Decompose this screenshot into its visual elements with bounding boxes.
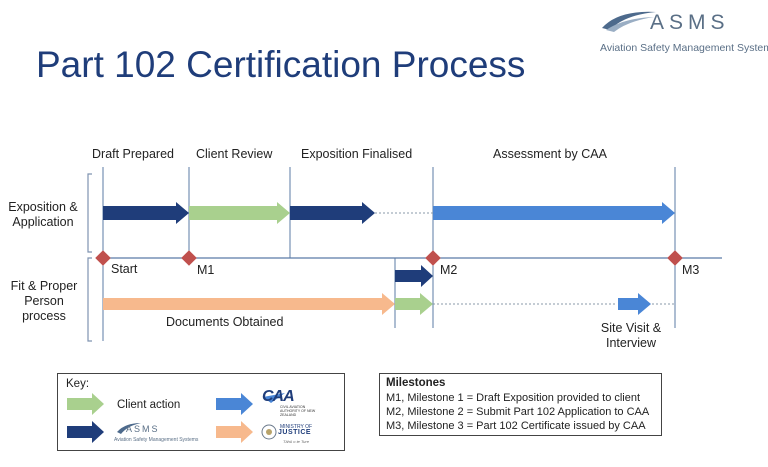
milestone-m3-marker bbox=[667, 250, 683, 266]
row-bracket-exposition bbox=[87, 173, 92, 253]
key-caa-emblem-icon bbox=[263, 393, 285, 403]
milestone-m1-marker bbox=[181, 250, 197, 266]
phase-draft-prepared: Draft Prepared bbox=[92, 147, 174, 161]
milestone-label-m3: M3 bbox=[682, 263, 700, 277]
key-moj-sub: Tāhū o te Ture bbox=[283, 439, 309, 444]
key-asms-tagline: Aviation Safety Management Systems bbox=[114, 437, 199, 443]
key-moj-line1: MINISTRY OF bbox=[280, 424, 313, 430]
key-caa-arrow bbox=[216, 393, 253, 415]
key-title: Key: bbox=[66, 378, 90, 390]
milestones-box bbox=[379, 373, 662, 436]
asms-arrow-finalise bbox=[290, 202, 375, 224]
milestone-label-m1: M1 bbox=[197, 263, 215, 277]
asms-logo: ASMS bbox=[650, 11, 730, 34]
phase-exposition-finalised: Exposition Finalised bbox=[301, 147, 413, 161]
milestones-box-title: Milestones bbox=[386, 377, 446, 389]
asms-arrow-submit bbox=[395, 265, 433, 287]
key-caa-logo: CAA bbox=[262, 388, 295, 405]
milestones-box-line-m2: M2, Milestone 2 = Submit Part 102 Applic… bbox=[386, 406, 650, 418]
key-asms-logo: ASMS bbox=[126, 424, 160, 434]
page-title: Part 102 Certification Process bbox=[36, 44, 526, 85]
key-asms-arrow bbox=[67, 421, 104, 443]
key-box bbox=[57, 373, 345, 451]
annotation-documents-obtained: Documents Obtained bbox=[166, 315, 284, 329]
caa-arrow-site-visit bbox=[618, 293, 651, 315]
asms-logo-swoosh bbox=[602, 11, 656, 32]
row-label-exposition: Exposition & Application bbox=[8, 200, 78, 229]
milestone-start-marker bbox=[95, 250, 111, 266]
asms-arrow-draft bbox=[103, 202, 189, 224]
key-arrows bbox=[67, 393, 285, 443]
caa-arrow-assessment bbox=[433, 202, 675, 224]
key-moj-crest-center bbox=[266, 429, 272, 435]
phase-client-review: Client Review bbox=[196, 147, 273, 161]
client-arrow-review bbox=[189, 202, 290, 224]
client-arrow-documents bbox=[395, 293, 433, 315]
milestones-box-line-m3: M3, Milestone 3 = Part 102 Certificate i… bbox=[386, 420, 646, 432]
phase-assessment-by-caa: Assessment by CAA bbox=[493, 147, 607, 161]
moj-arrow-documents bbox=[103, 293, 395, 315]
key-moj-crest-icon bbox=[261, 424, 277, 440]
milestone-label-start: Start bbox=[111, 262, 138, 276]
row-bracket-fit-proper bbox=[87, 257, 92, 342]
key-caa-logo-sub: CIVIL AVIATION AUTHORITY OF NEW ZEALAND bbox=[280, 405, 316, 417]
annotation-site-visit: Site Visit & Interview bbox=[600, 321, 662, 350]
key-client-arrow bbox=[67, 393, 104, 415]
key-asms-swoosh bbox=[117, 423, 141, 434]
milestone-m2-marker bbox=[425, 250, 441, 266]
key-moj-line2: JUSTICE bbox=[278, 429, 312, 436]
row-label-fit-proper: Fit & Proper Person process bbox=[10, 279, 78, 323]
key-label-client-action: Client action bbox=[117, 399, 181, 411]
asms-logo-tagline: Aviation Safety Management Systems bbox=[600, 42, 768, 54]
milestones-box-line-m1: M1, Milestone 1 = Draft Exposition provi… bbox=[386, 392, 641, 404]
key-moj-arrow bbox=[216, 421, 253, 443]
milestone-label-m2: M2 bbox=[440, 263, 458, 277]
